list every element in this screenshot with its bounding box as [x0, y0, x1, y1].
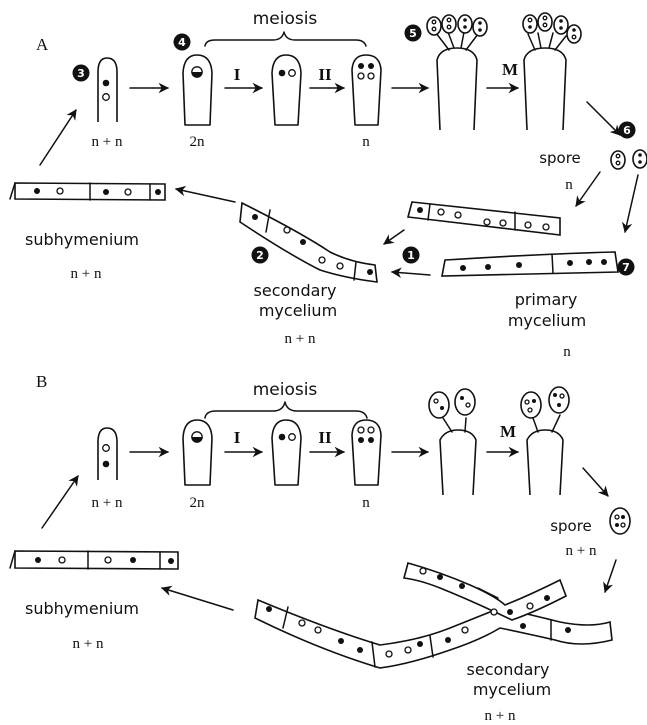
- spore-b: [610, 508, 630, 534]
- stage-I-label-a: I: [234, 65, 241, 84]
- svg-text:1: 1: [407, 249, 415, 262]
- diploid-basidium-b: [183, 420, 212, 485]
- basidium-meiosis-II-b: [352, 420, 381, 485]
- subhymenium-label-a: subhymenium: [25, 230, 139, 249]
- subhymenium-hypha-a: [10, 183, 165, 200]
- basidium-meiosis-I-b: [272, 420, 301, 485]
- secondary-mycelium-hypha-b: [255, 563, 612, 668]
- two-spored-basidium-b: [429, 389, 476, 495]
- mature-basidium-b: [521, 387, 569, 495]
- basidium-meiosis-I-a: [272, 55, 301, 125]
- secondary-mycelium-ploidy-a: n + n: [285, 331, 316, 347]
- secondary-mycelium-hypha-a: [240, 203, 377, 282]
- spore-ploidy-b: n + n: [566, 543, 597, 559]
- ploidy-young-b: n + n: [92, 495, 123, 511]
- badge-6: 6: [619, 122, 636, 139]
- young-basidium-b: [98, 428, 117, 480]
- primary-mycelium-line2-a: mycelium: [508, 311, 586, 330]
- badge-3: 3: [73, 65, 90, 82]
- svg-text:2: 2: [256, 249, 264, 262]
- spore-label-a: spore: [539, 149, 581, 167]
- basidium-meiosis-II-a: [352, 55, 381, 125]
- meiosis-bracket-b: meiosis: [205, 380, 367, 418]
- primary-mycelium-hypha-lower-a: [442, 252, 618, 276]
- spore-ploidy-a: n: [565, 177, 573, 193]
- ploidy-2n-b: 2n: [190, 495, 206, 511]
- ploidy-n-b: n: [362, 495, 370, 511]
- spore-label-b: spore: [550, 517, 592, 535]
- primary-mycelium-ploidy-a: n: [563, 344, 571, 360]
- secondary-mycelium-line2-b: mycelium: [473, 680, 551, 699]
- meiosis-label-a: meiosis: [253, 9, 318, 29]
- ploidy-2n-a: 2n: [190, 134, 206, 150]
- badge-4: 4: [174, 34, 191, 51]
- stage-I-label-b: I: [234, 428, 241, 447]
- meiosis-label-b: meiosis: [253, 380, 318, 400]
- secondary-mycelium-line2-a: mycelium: [259, 301, 337, 320]
- spores-a: [611, 150, 647, 169]
- secondary-mycelium-ploidy-b: n + n: [485, 708, 516, 724]
- panel-a: A meiosis 3 n + n 4 2n: [10, 9, 647, 360]
- subhymenium-ploidy-b: n + n: [73, 636, 104, 652]
- primary-mycelium-hypha-upper-a: [408, 202, 560, 235]
- panel-b: B meiosis n + n 2n: [10, 372, 630, 724]
- basidium-with-spores-a: [427, 15, 487, 130]
- badge-7: 7: [618, 259, 635, 276]
- badge-1: 1: [403, 247, 420, 264]
- panel-b-letter: B: [36, 372, 47, 391]
- subhymenium-ploidy-a: n + n: [71, 266, 102, 282]
- badge-2: 2: [252, 247, 269, 264]
- stage-II-label-a: II: [318, 65, 332, 84]
- stage-II-label-b: II: [318, 428, 332, 447]
- ploidy-n-a: n: [362, 134, 370, 150]
- svg-text:4: 4: [178, 36, 186, 49]
- secondary-mycelium-line1-b: secondary: [467, 660, 550, 679]
- svg-text:7: 7: [622, 261, 630, 274]
- primary-mycelium-line1-a: primary: [515, 290, 578, 309]
- svg-text:5: 5: [409, 27, 417, 40]
- svg-text:3: 3: [77, 67, 85, 80]
- stage-M-label-b: M: [500, 422, 516, 441]
- basidium-releasing-spores-a: [523, 13, 581, 130]
- young-basidium-a: [98, 58, 117, 122]
- subhymenium-label-b: subhymenium: [25, 599, 139, 618]
- ploidy-young-a: n + n: [92, 134, 123, 150]
- svg-text:6: 6: [623, 124, 631, 137]
- stage-M-label-a: M: [502, 60, 518, 79]
- secondary-mycelium-line1-a: secondary: [254, 281, 337, 300]
- panel-a-letter: A: [36, 35, 49, 54]
- subhymenium-hypha-b: [10, 551, 178, 569]
- meiosis-bracket-a: meiosis: [205, 9, 366, 46]
- diploid-basidium-a: [183, 55, 212, 125]
- badge-5: 5: [405, 25, 422, 42]
